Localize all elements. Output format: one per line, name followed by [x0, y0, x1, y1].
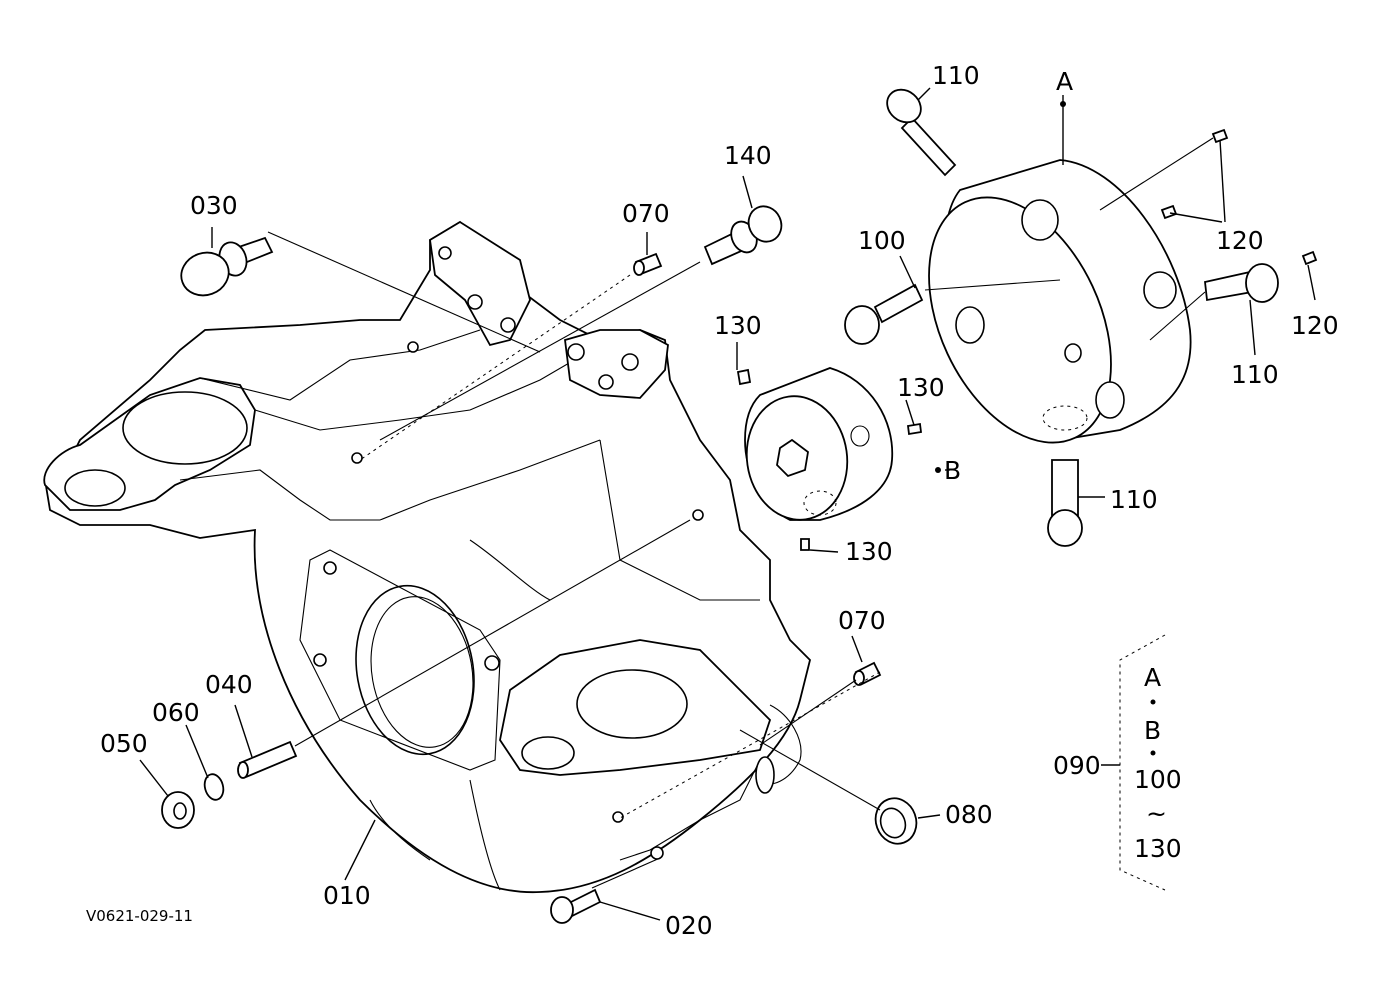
kit-bracket-090: [1101, 634, 1166, 891]
label-050: 050: [100, 729, 148, 758]
fitting-140: [703, 205, 783, 266]
cap-screw-110-mid: [1204, 263, 1279, 303]
kit-label-a: A: [1144, 663, 1161, 692]
label-080: 080: [945, 800, 993, 829]
label-030: 030: [190, 191, 238, 220]
label-090: 090: [1053, 751, 1101, 780]
label-060: 060: [152, 698, 200, 727]
bolt-020: [550, 888, 602, 924]
label-020: 020: [665, 911, 713, 940]
leader-lines: [139, 87, 1316, 921]
label-ref-a: A: [1056, 67, 1073, 96]
cap-screw-110-bottom: [1047, 459, 1083, 547]
label-130-right: 130: [897, 373, 945, 402]
cap-screw-110-top: [886, 88, 957, 177]
kit-label-100: 100: [1134, 765, 1182, 794]
label-040: 040: [205, 670, 253, 699]
spring-washer-060: [203, 773, 225, 801]
dowel-pin-070-top: [633, 252, 663, 276]
pin-120-b: [1160, 204, 1178, 220]
kit-label-tilde: ~: [1146, 799, 1167, 828]
nut-050: [161, 791, 195, 829]
label-ref-b: B: [944, 456, 961, 485]
kit-label-130: 130: [1134, 834, 1182, 863]
bolt-030: [180, 236, 274, 297]
plug-080: [874, 797, 918, 845]
label-100: 100: [858, 226, 906, 255]
label-140: 140: [724, 141, 772, 170]
cap-screw-100: [844, 283, 924, 345]
flexible-coupling-a: [928, 101, 1192, 444]
drawing-code: V0621-029-11: [86, 907, 193, 925]
label-070-right: 070: [838, 606, 886, 635]
label-130-left: 130: [714, 311, 762, 340]
kit-label-b: B: [1144, 716, 1161, 745]
dowel-pin-070-right: [853, 661, 882, 686]
label-110-mid: 110: [1231, 360, 1279, 389]
label-110-bottom: 110: [1110, 485, 1158, 514]
flywheel-housing-010: [43, 220, 811, 893]
coupling-hub-b: [736, 367, 941, 551]
label-130-bottom: 130: [845, 537, 893, 566]
pin-120-a: [1211, 128, 1229, 144]
label-120-left: 120: [1216, 226, 1264, 255]
label-010: 010: [323, 881, 371, 910]
pin-120-c: [1301, 250, 1318, 266]
label-070-top: 070: [622, 199, 670, 228]
stud-040: [237, 740, 298, 779]
label-110-top: 110: [932, 61, 980, 90]
label-120-right: 120: [1291, 311, 1339, 340]
